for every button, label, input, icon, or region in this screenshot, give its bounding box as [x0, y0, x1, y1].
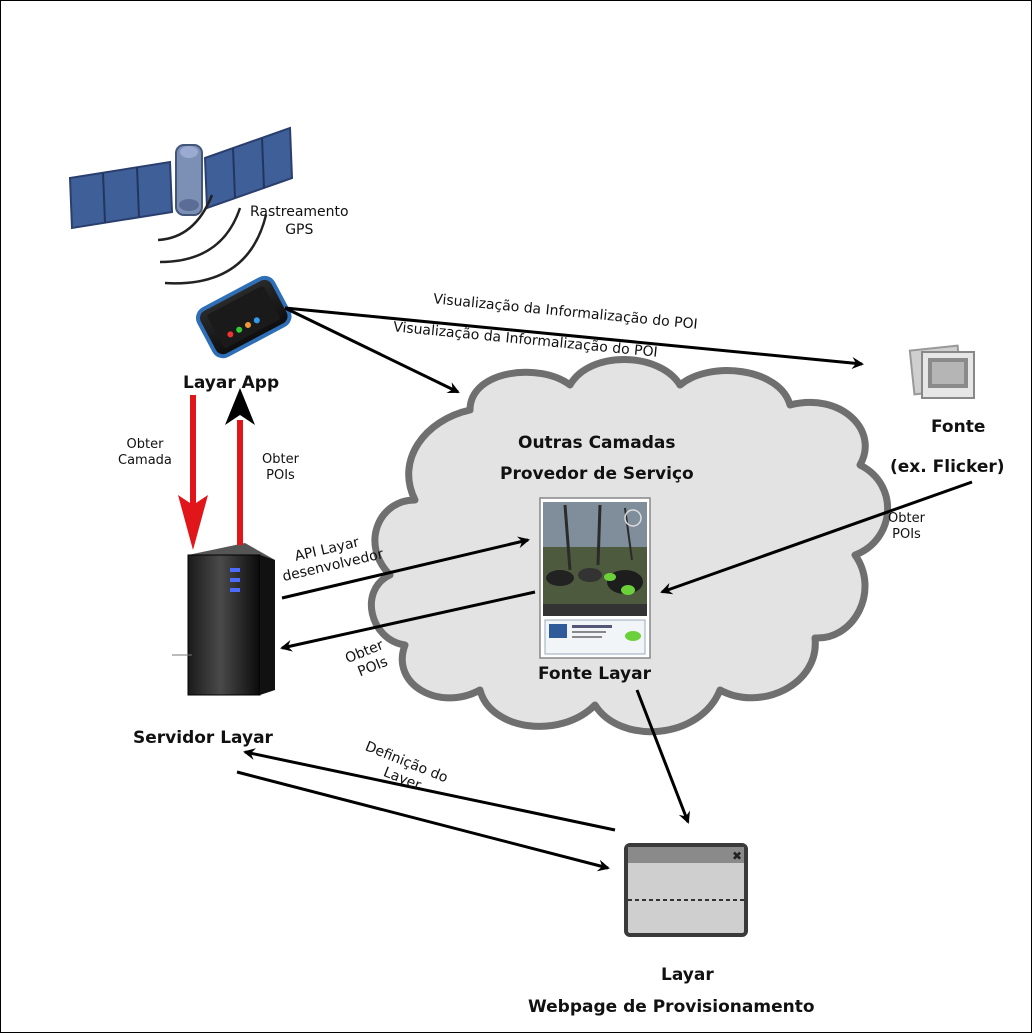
- phone-icon: [196, 275, 292, 359]
- gps-signal-icon: [157, 194, 268, 285]
- black-arrows: [236, 306, 973, 872]
- label-fonte-sub: (ex. Flicker): [890, 457, 1005, 477]
- arrow-app-to-cloud: [284, 306, 460, 394]
- label-visualizacao-2: Visualização da Informalização do POI: [392, 319, 658, 360]
- label-cloud-title-2: Provedor de Serviço: [500, 464, 694, 484]
- svg-text:✖: ✖: [732, 849, 742, 863]
- browser-window-icon: ✖: [624, 843, 748, 937]
- label-layar-app: Layar App: [183, 373, 280, 393]
- arrow-server-to-webpage: [236, 770, 610, 872]
- label-cloud-title-1: Outras Camadas: [518, 433, 676, 453]
- ar-screenshot-image: [539, 497, 651, 659]
- label-fonte-layar: Fonte Layar: [538, 664, 651, 684]
- arrow-fonte-layar-to-webpage: [635, 689, 690, 824]
- arrow-down-red: [178, 495, 208, 550]
- label-webpage-sub: Webpage de Provisionamento: [528, 997, 815, 1017]
- label-servidor: Servidor Layar: [133, 728, 273, 748]
- arrow-up-black: [225, 388, 255, 425]
- arrow-app-to-fonte: [284, 306, 864, 370]
- arrow-fonte-to-screenshot: [660, 480, 973, 595]
- arrow-server-to-screenshot: [281, 536, 530, 600]
- label-obter-pois-server: Obter POIs: [343, 636, 396, 683]
- satellite-icon: [68, 126, 294, 230]
- red-arrows: [178, 388, 255, 550]
- label-webpage-title: Layar: [661, 965, 714, 985]
- server-icon: [172, 543, 275, 696]
- arrow-webpage-to-server: [243, 748, 616, 832]
- arrow-screenshot-to-server: [280, 590, 536, 652]
- photos-icon: [908, 344, 975, 399]
- label-fonte: Fonte: [931, 417, 986, 437]
